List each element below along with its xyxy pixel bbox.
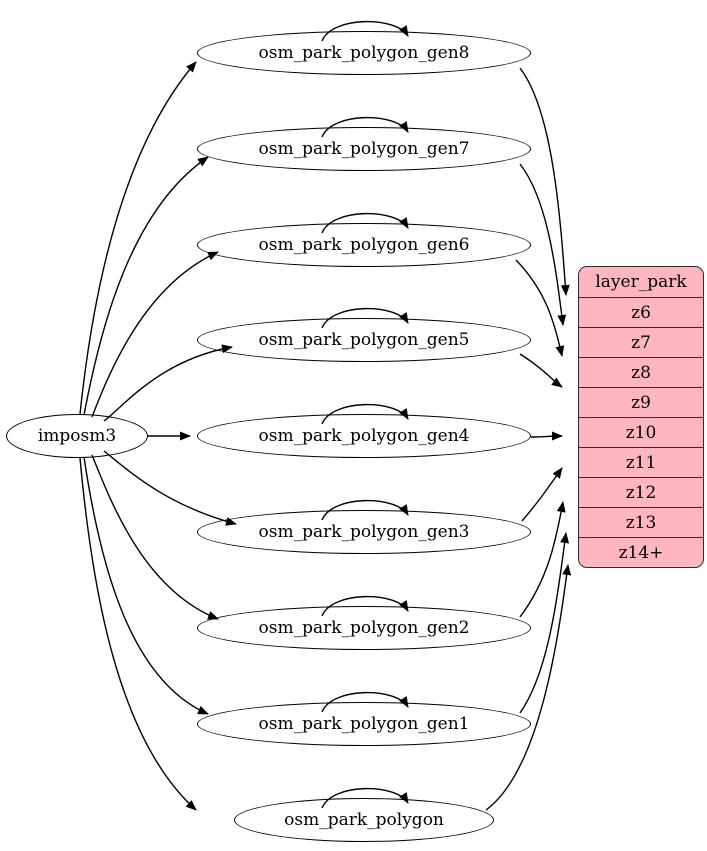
node-label: osm_park_polygon_gen7 bbox=[258, 138, 470, 159]
node-label: osm_park_polygon_gen2 bbox=[258, 617, 470, 638]
layer-row-z8[interactable]: z8 bbox=[579, 357, 703, 387]
node-osm-park-polygon-gen8[interactable]: osm_park_polygon_gen8 bbox=[197, 31, 531, 75]
layer-park-header: layer_park bbox=[595, 272, 687, 292]
node-osm-park-polygon-gen6[interactable]: osm_park_polygon_gen6 bbox=[197, 223, 531, 267]
node-label: osm_park_polygon_gen4 bbox=[258, 425, 470, 446]
node-imposm3[interactable]: imposm3 bbox=[6, 414, 148, 458]
node-osm-park-polygon-gen3[interactable]: osm_park_polygon_gen3 bbox=[197, 510, 531, 554]
node-osm-park-polygon-gen7[interactable]: osm_park_polygon_gen7 bbox=[197, 127, 531, 171]
layer-row-z9[interactable]: z9 bbox=[579, 387, 703, 417]
layer-row-z6[interactable]: z6 bbox=[579, 297, 703, 327]
node-osm-park-polygon-gen1[interactable]: osm_park_polygon_gen1 bbox=[197, 702, 531, 746]
node-osm-park-polygon-gen5[interactable]: osm_park_polygon_gen5 bbox=[197, 318, 531, 362]
layer-row-z10[interactable]: z10 bbox=[579, 417, 703, 447]
layer-row-z11[interactable]: z11 bbox=[579, 447, 703, 477]
layer-row-z12[interactable]: z12 bbox=[579, 477, 703, 507]
edges-tables-to-layer-rows bbox=[485, 67, 572, 811]
layer-row-z7[interactable]: z7 bbox=[579, 327, 703, 357]
node-osm-park-polygon-gen2[interactable]: osm_park_polygon_gen2 bbox=[197, 606, 531, 650]
node-label: osm_park_polygon_gen6 bbox=[258, 234, 470, 255]
layer-row-z14p[interactable]: z14+ bbox=[579, 537, 703, 567]
node-label: imposm3 bbox=[37, 425, 117, 446]
edges-imposm3-to-tables bbox=[79, 61, 237, 811]
node-osm-park-polygon-gen4[interactable]: osm_park_polygon_gen4 bbox=[197, 414, 531, 458]
node-label: osm_park_polygon_gen3 bbox=[258, 521, 470, 542]
node-osm-park-polygon[interactable]: osm_park_polygon bbox=[234, 798, 494, 842]
node-label: osm_park_polygon_gen8 bbox=[258, 42, 470, 63]
layer-row-z13[interactable]: z13 bbox=[579, 507, 703, 537]
node-label: osm_park_polygon_gen5 bbox=[258, 329, 470, 350]
node-label: osm_park_polygon bbox=[284, 809, 444, 830]
layer-park-table[interactable]: layer_park z6 z7 z8 z9 z10 z11 z12 z13 z… bbox=[578, 266, 704, 568]
node-label: osm_park_polygon_gen1 bbox=[258, 713, 470, 734]
